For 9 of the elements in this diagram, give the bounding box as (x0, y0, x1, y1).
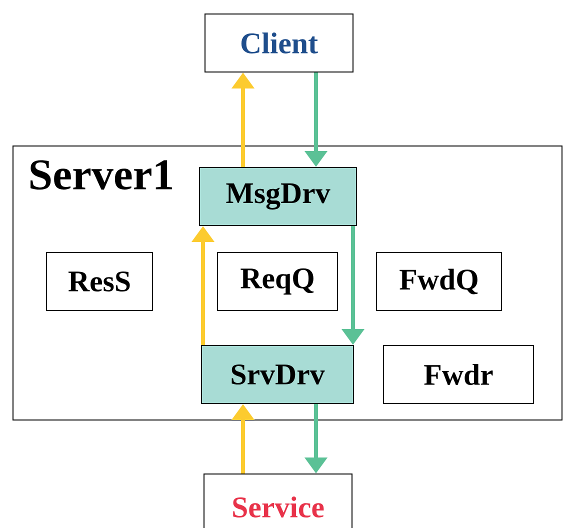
component-box: FwdQ (376, 252, 502, 311)
component-box: Fwdr (383, 345, 534, 404)
component-box: Service (204, 474, 352, 528)
frame-heading: Server1 (30, 160, 172, 190)
component-box: ResS (46, 252, 153, 311)
driver-box: SrvDrv (201, 345, 354, 404)
driver-box: MsgDrv (199, 167, 357, 226)
component-box: ReqQ (217, 252, 338, 311)
component-box: Client (204, 14, 354, 72)
